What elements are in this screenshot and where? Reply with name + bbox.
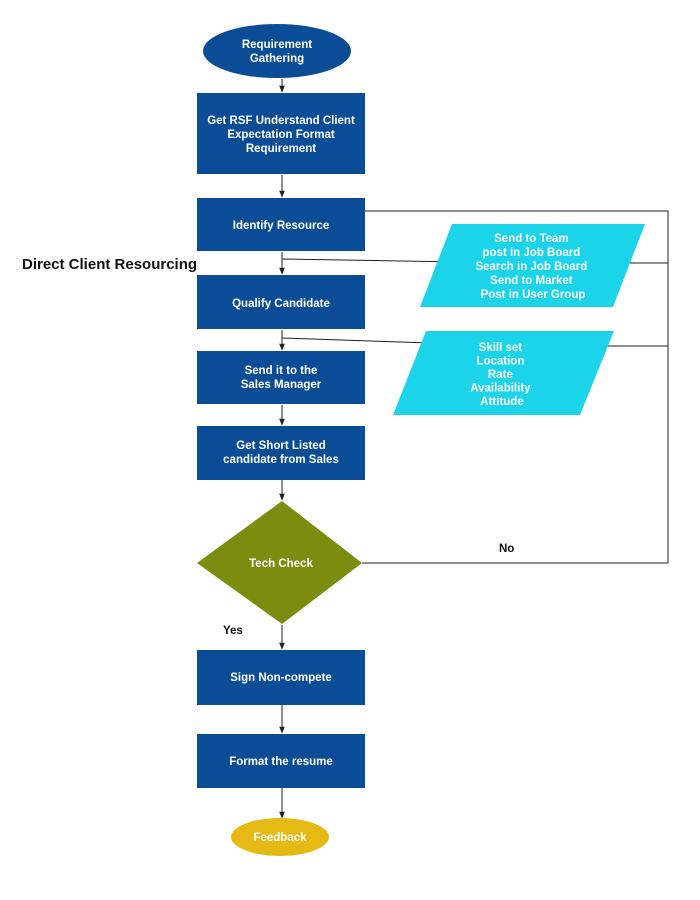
data-parallelogram bbox=[393, 331, 614, 415]
node-format-resume: Format the resume bbox=[197, 734, 365, 788]
node-screening-criteria: Skill set Location Rate Availability Att… bbox=[393, 331, 614, 415]
svg-text:Format the resume: Format the resume bbox=[229, 756, 333, 768]
process-box bbox=[197, 650, 365, 705]
end-ellipse bbox=[231, 818, 329, 856]
connector-identify-right-rail bbox=[365, 210, 669, 563]
process-box bbox=[197, 275, 365, 329]
svg-text:Skill set Location: Skill set Location Rate Availability Att… bbox=[470, 342, 534, 408]
process-box bbox=[197, 351, 365, 404]
node-sign-non-compete: Sign Non-compete bbox=[197, 650, 365, 705]
start-ellipse bbox=[203, 24, 351, 78]
process-box bbox=[197, 426, 365, 480]
svg-text:Tech Check: Tech Check bbox=[249, 558, 313, 570]
svg-text:Send to Team post in Job: Send to Team post in Job Board Search in… bbox=[475, 233, 590, 301]
node-sourcing-channels: Send to Team post in Job Board Search in… bbox=[420, 224, 645, 307]
node-tech-check: Tech Check bbox=[197, 501, 362, 624]
svg-text:Qualify Candidate: Qualify Candidate bbox=[232, 298, 330, 310]
process-box bbox=[197, 734, 365, 788]
node-identify-resource: Identify Resource bbox=[197, 198, 365, 251]
svg-text:Sign Non-compete: Sign Non-compete bbox=[230, 672, 332, 684]
process-box bbox=[197, 198, 365, 251]
decision-diamond bbox=[197, 501, 362, 624]
svg-text:Identify Resource: Identify Resource bbox=[233, 220, 330, 232]
data-parallelogram bbox=[420, 224, 645, 307]
node-qualify-candidate: Qualify Candidate bbox=[197, 275, 365, 329]
edge-label-no: No bbox=[499, 543, 514, 555]
node-feedback: Feedback bbox=[231, 818, 329, 856]
process-box bbox=[197, 93, 365, 174]
diagram-side-title: Direct Client Resourcing bbox=[22, 256, 198, 273]
svg-text:Feedback: Feedback bbox=[253, 832, 307, 844]
edge-label-yes: Yes bbox=[223, 625, 243, 637]
